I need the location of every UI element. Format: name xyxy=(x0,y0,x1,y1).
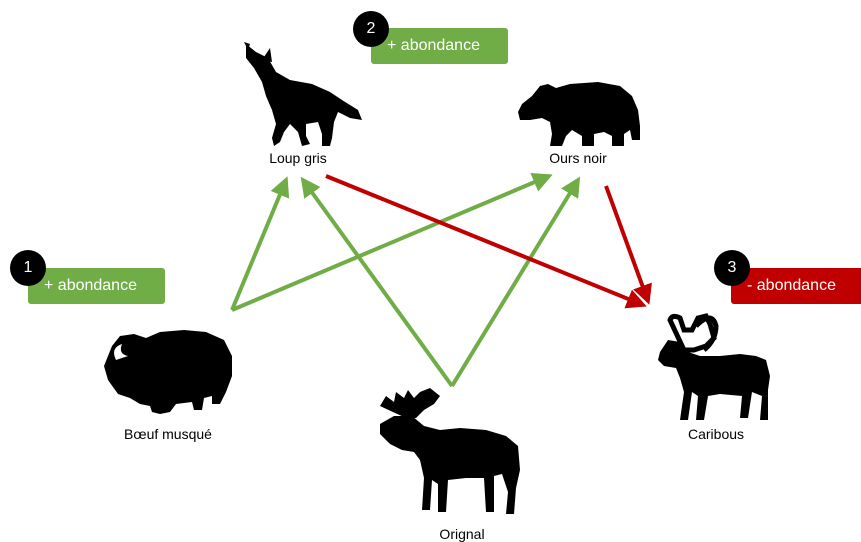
arrow-muskox-to-bear xyxy=(231,173,553,312)
label-wolf: Loup gris xyxy=(269,150,327,166)
badge-1-number: 1 xyxy=(10,250,46,286)
wolf-icon xyxy=(244,42,362,146)
moose-icon xyxy=(380,388,520,514)
badge-3-text: - abondance xyxy=(747,277,836,294)
label-muskox: Bœuf musqué xyxy=(124,426,212,442)
badge-1-text: + abondance xyxy=(44,277,137,294)
arrow-moose-to-bear xyxy=(450,176,581,388)
muskox-icon xyxy=(104,330,232,414)
badge-2-abundance: + abondance xyxy=(371,28,508,64)
bear-icon xyxy=(518,82,640,146)
label-moose: Orignal xyxy=(439,526,485,542)
badge-2-number: 2 xyxy=(353,11,389,47)
label-bear: Ours noir xyxy=(549,150,607,166)
label-caribou: Caribous xyxy=(687,426,745,442)
arrow-bear-to-caribou xyxy=(604,185,652,305)
caribou-icon xyxy=(658,313,770,420)
badge-1-abundance: + abondance xyxy=(28,268,165,304)
arrow-muskox-to-wolf xyxy=(230,176,290,311)
arrow-wolf-to-caribou xyxy=(325,174,647,309)
badge-2-text: + abondance xyxy=(387,37,480,54)
badge-3-abundance: - abondance xyxy=(731,268,861,304)
badge-3-number: 3 xyxy=(714,250,750,286)
arrow-moose-to-wolf xyxy=(300,176,454,388)
